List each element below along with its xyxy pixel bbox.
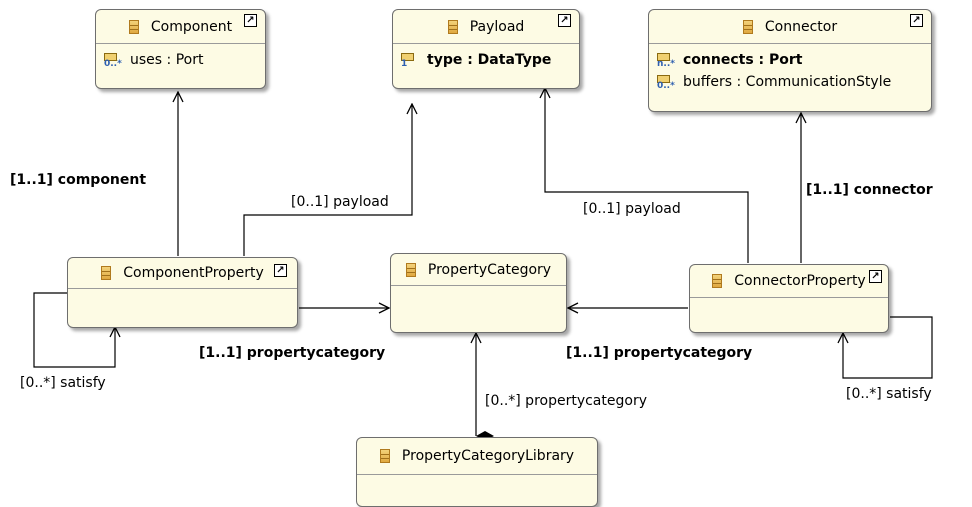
class-icon [712, 274, 723, 288]
attribute-icon: 1 [401, 52, 421, 69]
label-component: [1..1] component [10, 172, 147, 188]
label-payload-right: [0..1] payload [583, 201, 681, 217]
attribute-uses[interactable]: 0..*uses : Port [104, 52, 204, 69]
class-component[interactable]: Component ↗ 0..*uses : Port [95, 9, 266, 89]
edge-satisfy-right[interactable] [843, 316, 933, 379]
shortcut-arrow-icon[interactable]: ↗ [274, 264, 287, 277]
class-propertycategorylibrary[interactable]: PropertyCategoryLibrary [356, 437, 598, 507]
class-componentproperty[interactable]: ComponentProperty ↗ [67, 257, 298, 328]
attribute-icon: 0..* [657, 74, 677, 91]
class-icon [128, 19, 139, 34]
label-payload-left: [0..1] payload [291, 194, 389, 210]
class-icon [447, 19, 458, 34]
attribute-connects[interactable]: n..*connects : Port [657, 52, 803, 69]
class-name: PropertyCategoryLibrary [401, 448, 575, 464]
attribute-icon: n..* [657, 52, 677, 69]
class-name: ConnectorProperty [734, 273, 866, 289]
label-connector: [1..1] connector [806, 182, 933, 198]
label-satisfy-right: [0..*] satisfy [846, 386, 932, 402]
shortcut-arrow-icon[interactable]: ↗ [910, 14, 923, 27]
class-connector[interactable]: Connector ↗ n..*connects : Port 0..*buffe… [648, 9, 932, 112]
class-name: Payload [469, 18, 525, 35]
shortcut-arrow-icon[interactable]: ↗ [558, 14, 571, 27]
edge-payload-right[interactable] [545, 88, 749, 263]
label-satisfy-left: [0..*] satisfy [20, 375, 106, 391]
class-name: Component [150, 18, 233, 35]
label-library: [0..*] propertycategory [485, 393, 647, 409]
attribute-buffers[interactable]: 0..*buffers : CommunicationStyle [657, 74, 892, 91]
class-name: PropertyCategory [427, 261, 552, 278]
shortcut-arrow-icon[interactable]: ↗ [244, 14, 257, 27]
edge-payload-left[interactable] [243, 104, 412, 256]
attribute-icon: 0..* [104, 52, 124, 69]
class-propertycategory[interactable]: PropertyCategory [390, 253, 567, 333]
class-icon [742, 19, 753, 34]
edge-satisfy-left[interactable] [33, 292, 115, 368]
class-icon [101, 266, 112, 280]
class-icon [405, 262, 416, 277]
label-propertycategory-right: [1..1] propertycategory [566, 345, 753, 361]
shortcut-arrow-icon[interactable]: ↗ [869, 270, 882, 283]
label-propertycategory-left: [1..1] propertycategory [199, 345, 386, 361]
class-icon [379, 449, 390, 463]
class-name: Connector [764, 18, 838, 35]
class-connectorproperty[interactable]: ConnectorProperty↗ [689, 264, 889, 333]
class-name: ComponentProperty [123, 265, 264, 281]
